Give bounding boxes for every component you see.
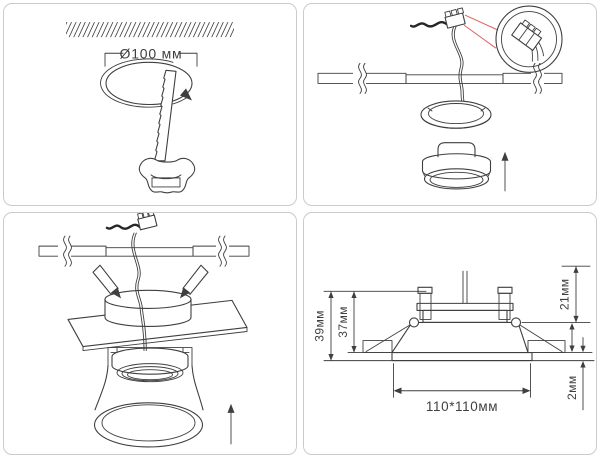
dimension-above-ceiling: 21мм [558,266,579,323]
saw-icon [138,69,196,194]
hole-diameter-dimension: Ø100 мм [104,45,198,67]
rotation-arrow-icon [100,58,192,108]
clamp-range-arrows [569,322,575,353]
break-mark [363,62,367,94]
leader-line [464,14,499,31]
clip-arm-right [515,322,563,353]
break-mark [218,235,222,267]
panel-step2-wiring [303,3,597,206]
spring-clip-left [92,264,121,299]
ceiling-right [527,340,566,354]
dimension-trim-gap: 2мм [565,337,586,411]
spring-tab [480,107,486,112]
trim-gap-label: 2мм [565,375,579,399]
up-arrow-icon [227,403,235,445]
panel-step4-dimensions: 39мм 37мм 21мм [303,212,597,455]
ceiling-section [38,235,250,267]
break-mark [68,235,72,267]
break-mark [63,235,67,267]
terminal-block-detail [511,19,545,62]
cutout-size-label: 110*110мм [426,399,498,414]
magnified-detail-circle [495,5,563,73]
hole-diameter-label: Ø100 мм [120,45,183,61]
up-arrow-icon [501,151,509,192]
leader-line [463,24,497,49]
lamp-body [421,142,492,190]
above-ceiling-label: 21мм [558,279,572,311]
break-mark [223,235,227,267]
ceiling-section [317,62,563,94]
wiring-drawing [317,5,563,192]
dimension-drawing: 39мм 37мм 21мм [313,265,595,414]
lamp-body [93,347,204,448]
panel-step1-cut-hole: Ø100 мм [3,3,297,206]
clip-arm-left [365,322,415,353]
spring-tab [427,107,433,112]
supply-wire [462,270,468,304]
dimension-cutout-size: 110*110мм [393,387,531,414]
pivot-left [408,317,420,328]
dimension-housing-height: 37мм [336,291,357,353]
terminal-block [105,213,158,231]
reference-lines [323,265,595,398]
trim-plate [391,352,533,362]
supply-wire [131,232,147,352]
terminal-block [409,7,466,29]
cut-hole-ellipse [105,61,193,106]
fixture-section [362,270,566,362]
pivot-right [510,317,522,328]
break-mark [538,62,542,94]
break-mark [533,62,537,94]
mounting-ring [420,100,492,129]
housing-height-label: 37мм [336,306,350,338]
spring-clip-right [180,264,209,299]
cut-hole-drawing: Ø100 мм [66,22,234,194]
break-mark [358,62,362,94]
overall-height-label: 39мм [313,310,327,342]
ceiling-hatch [66,22,234,38]
panel-step3-insert-fixture [3,212,297,455]
dimension-overall-height: 39мм [313,291,334,361]
supply-wire [451,25,465,107]
insert-fixture-drawing [38,213,250,448]
driver-box [104,289,192,328]
